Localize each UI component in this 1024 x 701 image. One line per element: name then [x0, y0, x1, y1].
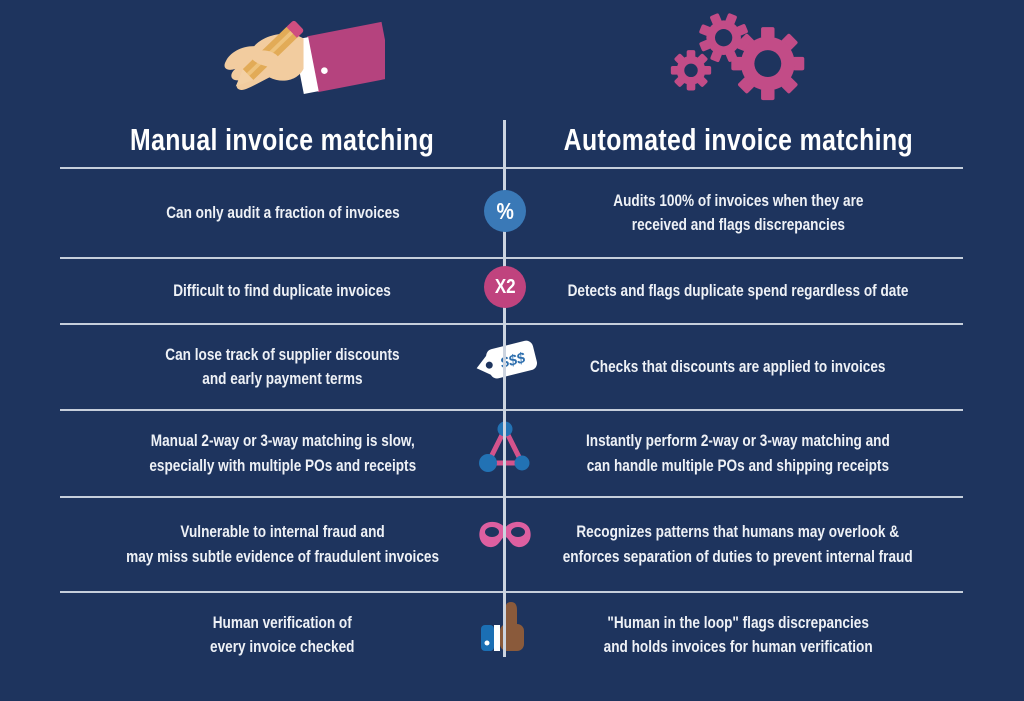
- sleeve-dot: [484, 640, 490, 646]
- fist-shape: [500, 624, 524, 651]
- table-row: Vulnerable to internal fraud and may mis…: [60, 498, 963, 593]
- hand-writing-icon: [224, 20, 385, 94]
- price-tag-icon: $$$: [476, 340, 538, 379]
- manual-cell-text: Manual 2-way or 3-way matching is slow, …: [149, 431, 416, 475]
- manual-cell: Vulnerable to internal fraud and may mis…: [60, 520, 505, 568]
- manual-cell-text: Can lose track of supplier discounts and…: [165, 344, 400, 388]
- manual-column-title-text: Manual invoice matching: [130, 122, 435, 157]
- thumb-shape: [505, 602, 517, 628]
- thumbs-up-icon: [481, 602, 524, 651]
- manual-cell: Manual 2-way or 3-way matching is slow, …: [60, 429, 505, 477]
- gear-small: [670, 50, 712, 91]
- automated-cell: Detects and flags duplicate spend regard…: [513, 279, 963, 303]
- automated-cell-text: Checks that discounts are applied to inv…: [590, 356, 886, 376]
- automated-cell: "Human in the loop" flags discrepancies …: [513, 611, 963, 659]
- percent-badge-label: %: [496, 197, 514, 224]
- percent-badge-icon: %: [484, 190, 526, 232]
- automated-cell: Recognizes patterns that humans may over…: [513, 520, 963, 568]
- automated-cell-text: Detects and flags duplicate spend regard…: [567, 280, 909, 300]
- sleeve-dot: [321, 67, 328, 74]
- manual-cell-text: Can only audit a fraction of invoices: [165, 202, 400, 222]
- center-divider-line: [503, 120, 506, 657]
- table-row: Human verification of every invoice chec…: [60, 593, 963, 677]
- manual-cell-text: Vulnerable to internal fraud and may mis…: [126, 522, 439, 566]
- sleeve-shape: [307, 21, 385, 93]
- node-bottom-right: [514, 455, 530, 471]
- automated-column-title: Automated invoice matching: [513, 118, 963, 162]
- manual-cell: Human verification of every invoice chec…: [60, 611, 505, 659]
- sleeve-blue: [481, 625, 494, 651]
- automated-cell-text: "Human in the loop" flags discrepancies …: [603, 612, 873, 656]
- x2-badge-icon: X2: [484, 266, 526, 308]
- automated-cell: Instantly perform 2-way or 3-way matchin…: [513, 429, 963, 477]
- mask-eye-right: [511, 527, 525, 537]
- comparison-table: Can only audit a fraction of invoices Au…: [60, 167, 963, 677]
- automated-cell-text: Instantly perform 2-way or 3-way matchin…: [586, 431, 890, 475]
- automated-cell: Audits 100% of invoices when they are re…: [513, 189, 963, 237]
- manual-cell: Can only audit a fraction of invoices: [60, 201, 505, 225]
- mask-eye-left: [485, 527, 499, 537]
- automated-cell-text: Recognizes patterns that humans may over…: [563, 522, 913, 566]
- automated-column-title-text: Automated invoice matching: [563, 122, 913, 157]
- gears-icon: [670, 13, 805, 101]
- manual-column-title: Manual invoice matching: [60, 118, 505, 162]
- gear-medium: [699, 13, 749, 63]
- table-row: Difficult to find duplicate invoices Det…: [60, 259, 963, 325]
- x2-badge-label: X2: [494, 275, 516, 298]
- manual-cell-text: Difficult to find duplicate invoices: [173, 280, 392, 300]
- manual-cell: Difficult to find duplicate invoices: [60, 279, 505, 303]
- finger-grip-shape: [250, 50, 281, 68]
- automated-cell-text: Audits 100% of invoices when they are re…: [612, 190, 864, 234]
- tag-hole: [485, 361, 493, 369]
- manual-cell-text: Human verification of every invoice chec…: [210, 612, 355, 656]
- manual-cell: Can lose track of supplier discounts and…: [60, 343, 505, 391]
- automated-cell: Checks that discounts are applied to inv…: [513, 355, 963, 379]
- shirt-cuff: [494, 625, 500, 651]
- gear-large: [731, 27, 805, 101]
- table-row: Manual 2-way or 3-way matching is slow, …: [60, 411, 963, 498]
- table-row: Can only audit a fraction of invoices Au…: [60, 169, 963, 259]
- table-row: Can lose track of supplier discounts and…: [60, 325, 963, 411]
- node-bottom-left: [479, 454, 497, 472]
